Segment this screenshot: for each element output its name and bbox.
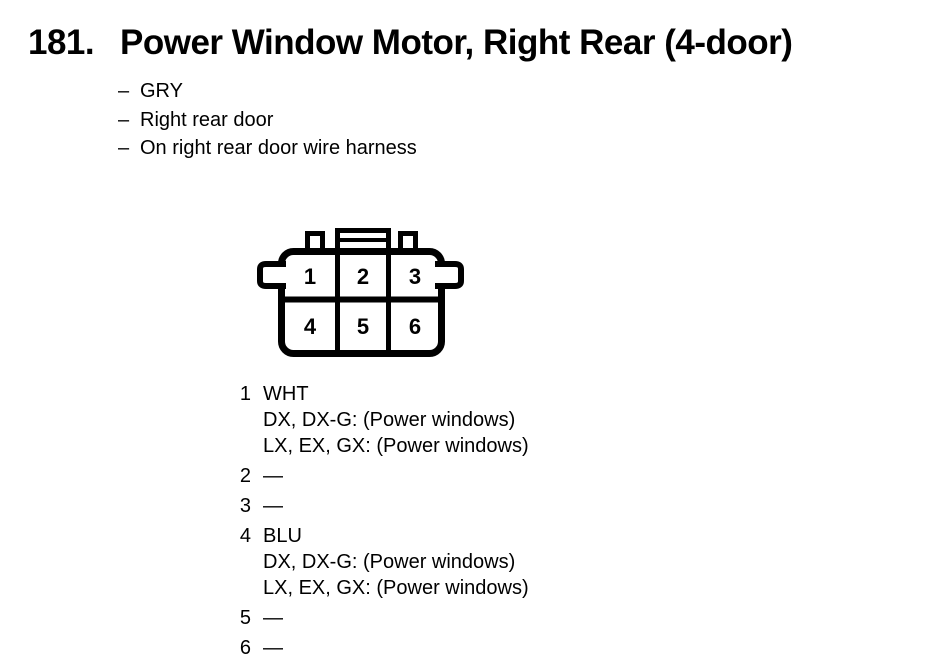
- pin-wire-color: —: [263, 465, 283, 487]
- note-connector-color: – GRY: [118, 77, 417, 106]
- pin-description: —: [263, 635, 283, 661]
- note-text: GRY: [140, 80, 183, 102]
- pin-row-2: 2 —: [196, 463, 529, 489]
- note-dash: –: [118, 108, 130, 131]
- note-text: Right rear door: [140, 108, 274, 131]
- pin-trim-note: DX, DX-G: (Power windows): [263, 409, 516, 431]
- pin-row-6: 6 —: [196, 635, 529, 661]
- note-location: – Right rear door: [118, 106, 417, 135]
- pin-wire-color: WHT: [263, 383, 309, 405]
- pin-row-4: 4 BLU DX, DX-G: (Power windows) LX, EX, …: [196, 523, 529, 601]
- pin-number: 3: [239, 495, 251, 517]
- pin-wire-color: —: [263, 495, 283, 517]
- page-title: 181. Power Window Motor, Right Rear (4-do…: [28, 23, 793, 63]
- pin-trim-note: LX, EX, GX: (Power windows): [263, 435, 529, 457]
- pin-row-1: 1 WHT DX, DX-G: (Power windows) LX, EX, …: [196, 381, 529, 459]
- note-text: On right rear door wire harness: [140, 137, 417, 159]
- connector-ear-right: [435, 261, 464, 289]
- pin-number: 2: [239, 465, 251, 487]
- pin-trim-note: DX, DX-G: (Power windows): [263, 551, 516, 573]
- pin-wire-color: —: [263, 607, 283, 629]
- note-dash: –: [118, 137, 130, 159]
- pin-trim-note: LX, EX, GX: (Power windows): [263, 577, 529, 599]
- connector-cell-5: 5: [357, 314, 369, 339]
- item-number: 181.: [28, 23, 95, 62]
- pin-row-5: 5 —: [196, 605, 529, 631]
- connector-cell-3: 3: [409, 264, 421, 289]
- connector-ear-left: [257, 261, 286, 289]
- note-dash: –: [118, 80, 130, 102]
- connector-cell-4: 4: [304, 314, 317, 339]
- pin-description: —: [263, 463, 283, 489]
- connector-cell-1: 1: [304, 264, 316, 289]
- pin-description: WHT DX, DX-G: (Power windows) LX, EX, GX…: [263, 381, 529, 459]
- connector-cell-2: 2: [357, 264, 369, 289]
- connector-notes: – GRY – Right rear door – On right rear …: [118, 77, 417, 163]
- pin-wire-color: BLU: [263, 525, 302, 547]
- pin-list: 1 WHT DX, DX-G: (Power windows) LX, EX, …: [196, 381, 529, 661]
- connector-cell-6: 6: [409, 314, 421, 339]
- note-harness: – On right rear door wire harness: [118, 134, 417, 163]
- pin-number: 1: [239, 383, 251, 405]
- pin-number: 6: [239, 637, 251, 659]
- pin-number: 5: [239, 607, 251, 629]
- connector-diagram: 1 2 3 4 5 6: [257, 228, 464, 357]
- pin-description: —: [263, 493, 283, 519]
- item-title: Power Window Motor, Right Rear (4-door): [120, 23, 793, 62]
- pin-description: BLU DX, DX-G: (Power windows) LX, EX, GX…: [263, 523, 529, 601]
- pin-description: —: [263, 605, 283, 631]
- pin-number: 4: [239, 525, 251, 547]
- pin-row-3: 3 —: [196, 493, 529, 519]
- pin-wire-color: —: [263, 637, 283, 659]
